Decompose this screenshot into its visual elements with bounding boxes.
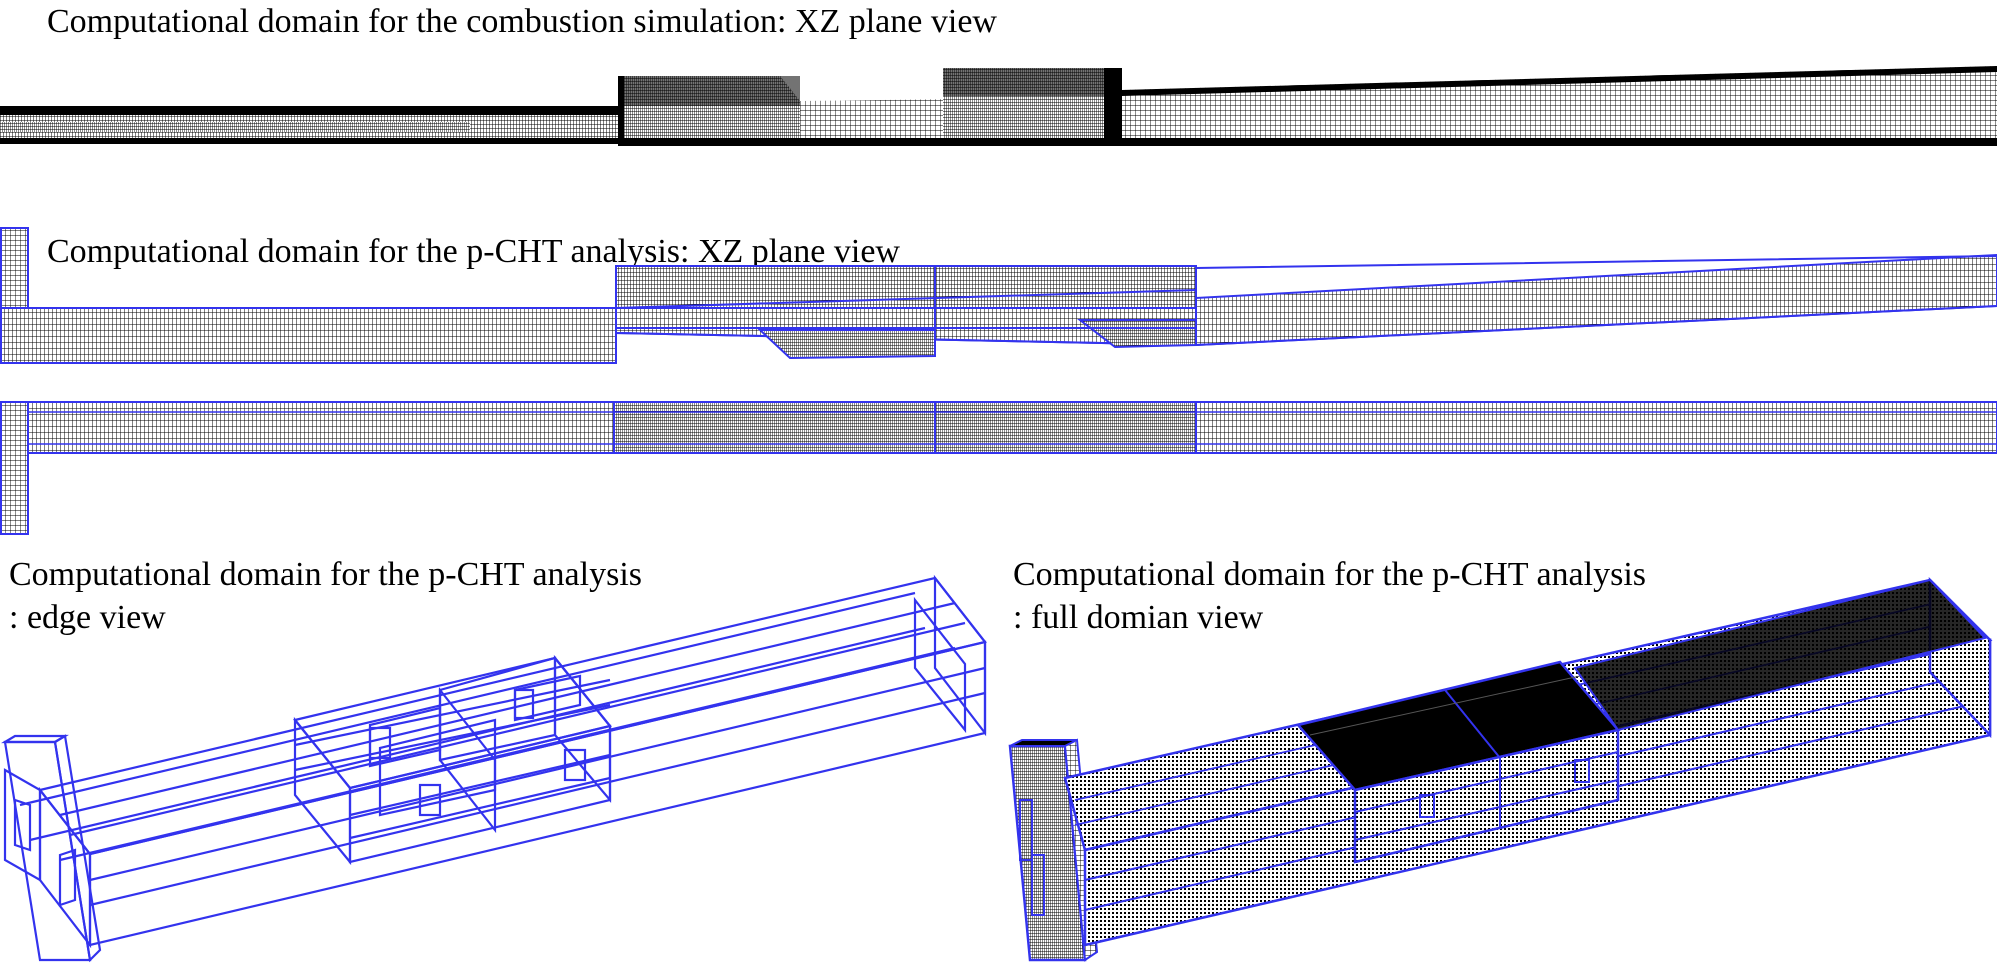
edge-view-wireframe — [1, 574, 987, 963]
full-view-title-line2: : full domian view — [1013, 599, 1264, 636]
combustion-xz-mesh — [0, 66, 1997, 146]
edge-view-title-line1: Computational domain for the p-CHT analy… — [9, 556, 643, 593]
edge-view-title-line2: : edge view — [9, 599, 166, 636]
combustor-mesh — [622, 66, 1997, 146]
pcht-xz-domain-title: Computational domain for the p-CHT analy… — [47, 233, 900, 270]
full-domain-view — [1008, 576, 1993, 962]
full-view-title-line1: Computational domain for the p-CHT analy… — [1013, 556, 1647, 593]
combustion-domain-title: Computational domain for the combustion … — [47, 3, 997, 40]
pcht-xy-mesh — [0, 401, 1997, 535]
pcht-xz-mesh — [0, 227, 1997, 364]
